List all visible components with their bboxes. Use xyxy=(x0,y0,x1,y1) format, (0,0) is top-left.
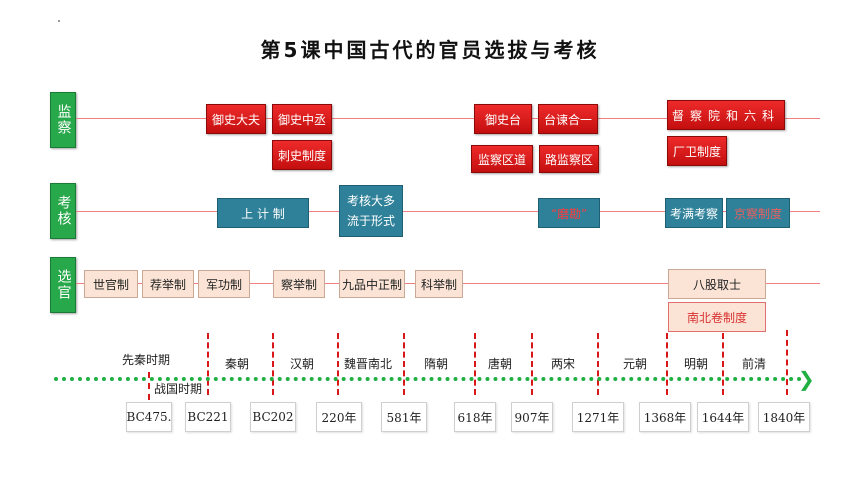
nanbei-box: 南北卷制度 xyxy=(668,302,766,332)
shangji-box: 上 计 制 xyxy=(217,198,309,228)
cishi-box: 刺史制度 xyxy=(272,140,332,170)
shiguan-box: 世官制 xyxy=(84,270,138,298)
chaju-box: 察举制 xyxy=(273,270,325,298)
divider-yuan xyxy=(597,333,599,395)
timeline-axis xyxy=(54,377,802,381)
row-label-supervision: 监察 xyxy=(50,92,76,148)
period-song: 两宋 xyxy=(551,357,576,371)
jianchaqu-box: 监察区道 xyxy=(471,145,533,173)
supervision-line xyxy=(76,118,820,119)
assessment-line xyxy=(76,211,820,212)
divider-ming xyxy=(666,333,668,395)
divider-sui xyxy=(403,333,405,395)
duchayuan-box: 督察院和六科 xyxy=(667,100,785,130)
period-xianqin: 先秦时期 xyxy=(122,353,171,367)
period-ming: 明朝 xyxy=(684,357,709,371)
period-qin: 秦朝 xyxy=(225,357,250,371)
yushi-zhongcheng-box: 御史中丞 xyxy=(272,104,332,134)
yushi-dafu-box: 御史大夫 xyxy=(206,104,266,134)
keju-box: 科举制 xyxy=(415,270,463,298)
page-title: 第5课中国古代的官员选拔与考核 xyxy=(260,38,600,62)
row-label-assessment: 考核 xyxy=(50,183,76,239)
year-box: 907年 xyxy=(511,402,553,432)
year-box: 1368年 xyxy=(639,402,691,432)
bagu-box: 八股取士 xyxy=(668,269,766,299)
taijian-box: 台谏合一 xyxy=(538,104,598,134)
mokan-box: “磨勘” xyxy=(538,198,600,228)
kaohe-line-1: 考核大多 xyxy=(346,194,395,208)
year-box: 1271年 xyxy=(572,402,624,432)
period-han: 汉朝 xyxy=(290,357,315,371)
divider-end xyxy=(786,330,788,395)
jungong-box: 军功制 xyxy=(198,270,250,298)
yushitai-box: 御史台 xyxy=(474,104,532,134)
divider-qing xyxy=(722,333,724,395)
year-box: 1840年 xyxy=(758,402,810,432)
row-label-selection: 选官 xyxy=(50,257,76,313)
year-box: BC221 xyxy=(185,402,231,432)
period-tang: 唐朝 xyxy=(488,357,513,371)
divider-song xyxy=(531,333,533,395)
jingcha-box: 京察制度 xyxy=(726,198,790,228)
divider-tang xyxy=(474,333,476,395)
period-yuan: 元朝 xyxy=(623,357,648,371)
kaoman-box: 考满考察 xyxy=(665,198,723,228)
decorative-dot xyxy=(58,20,60,22)
jiupin-box: 九品中正制 xyxy=(339,270,405,298)
year-box: 220年 xyxy=(316,402,362,432)
divider-weijin xyxy=(337,333,339,395)
year-box: BC202 xyxy=(250,402,296,432)
year-box: 618年 xyxy=(454,402,496,432)
changwei-box: 厂卫制度 xyxy=(667,136,727,166)
period-weijin: 魏晋南北 xyxy=(344,357,393,371)
lujiancha-box: 路监察区 xyxy=(539,145,599,173)
period-sui: 隋朝 xyxy=(424,357,449,371)
period-zhanguo: 战国时期 xyxy=(154,382,203,396)
period-qing: 前清 xyxy=(742,357,767,371)
kaohe-line-2: 流于形式 xyxy=(346,214,395,228)
timeline-arrow-icon: ❯ xyxy=(798,367,815,391)
jianju-box: 荐举制 xyxy=(142,270,194,298)
year-box: 581年 xyxy=(381,402,427,432)
year-box: BC475. xyxy=(126,402,172,432)
divider-qin xyxy=(207,333,209,395)
year-box: 1644年 xyxy=(697,402,749,432)
kaohe-xingshi-box: 考核大多 流于形式 xyxy=(339,185,403,237)
divider-warring-states xyxy=(148,372,150,400)
divider-han xyxy=(272,333,274,395)
